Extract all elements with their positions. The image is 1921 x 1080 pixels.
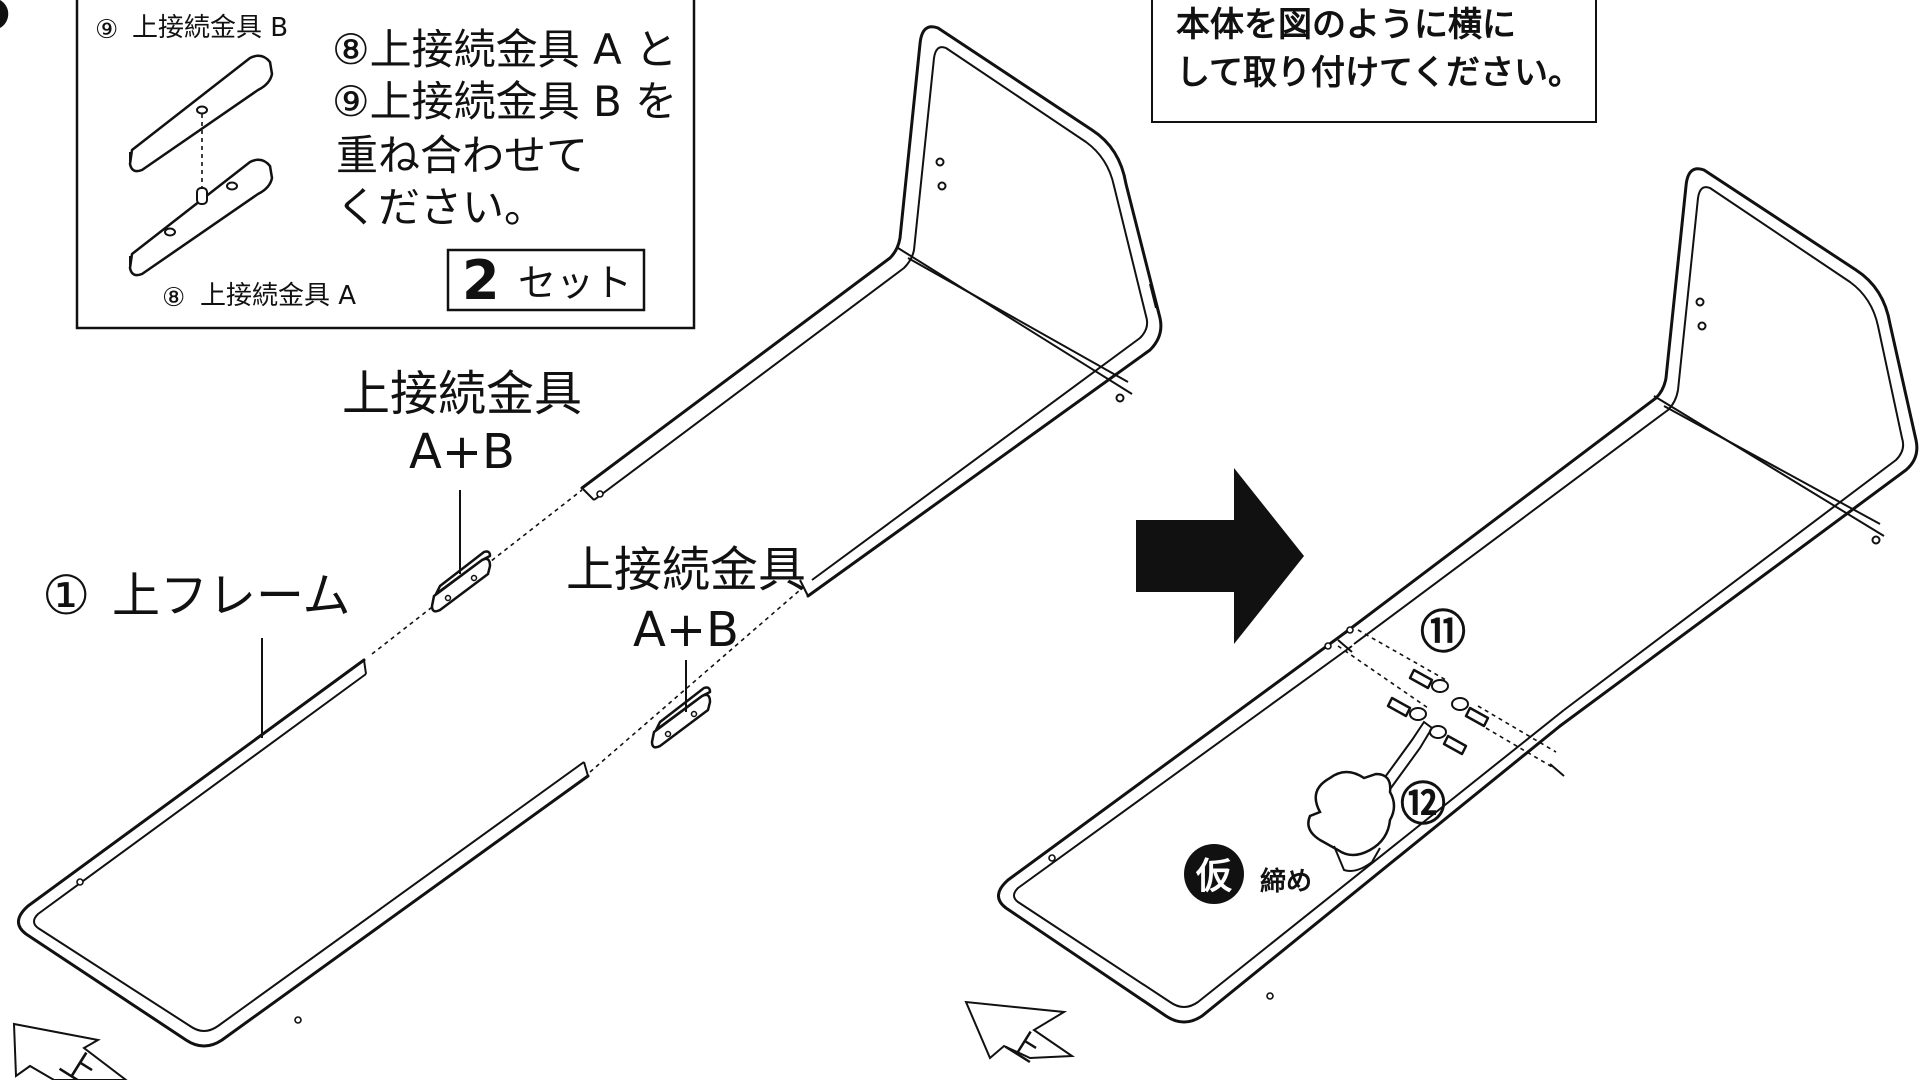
inset-parts-box: ⑨ 上接続金具 B ⑧ 上接続金具 A ⑧上接続金具 A と ⑨上接続金具 B … [75, 0, 696, 330]
temporary-tighten-badge: 仮 [1184, 844, 1244, 904]
frame-upper-half [580, 25, 1163, 598]
right-dash-line-3 [1485, 727, 1555, 769]
right-frame-assembled-view: ⑪ ⑫ 仮 締め 上 [964, 167, 1919, 1070]
note-line-1: 本体を図のように横に [1176, 5, 1516, 45]
inset-instruction-line-2: ⑨上接続金具 B を [332, 77, 677, 126]
right-dash-line-1 [1337, 645, 1429, 709]
hand-with-hex-key-icon [1307, 720, 1434, 872]
inset-instruction-line-3: 重ね合わせて [336, 131, 588, 180]
right-dash-line-2 [1357, 629, 1447, 681]
inset-instruction-line-1: ⑧上接続金具 A と [332, 25, 677, 74]
frame-lower-half [17, 658, 590, 1048]
bolt-number: ⑪ [1420, 605, 1466, 659]
note-line-2: して取り付けてください。 [1176, 53, 1582, 93]
inset-label-b-num: ⑨ [95, 15, 118, 45]
inset-label-a-num: ⑧ [162, 283, 185, 313]
plate-b-icon [128, 54, 274, 173]
left-frame-exploded-view: 上接続金具 A+B 上接続金具 A+B ① 上フレーム 上 [12, 25, 1163, 1080]
fitting-a-b-2-icon [650, 686, 712, 749]
right-dash-line-4 [1477, 705, 1557, 753]
fitting-a-b-1-icon [430, 550, 492, 613]
assembled-frame [997, 167, 1919, 1024]
fitting-label-2-line-1: 上接続金具 [566, 542, 806, 598]
temporary-tighten-label: 締め [1260, 866, 1312, 897]
inset-instruction-line-4: ください。 [336, 183, 546, 232]
note-box: 本体を図のように横に して取り付けてください。 [1151, 0, 1597, 123]
inset-label-a: 上接続金具 A [200, 281, 356, 311]
step-marker-fragment [0, 0, 9, 28]
plate-a-icon [128, 158, 274, 277]
fitting-label-1-line-1: 上接続金具 [342, 366, 582, 422]
right-arrow-icon [1136, 468, 1304, 644]
set-count-text: セット [518, 261, 632, 305]
fitting-label-1-line-2: A+B [409, 424, 515, 480]
up-direction-arrow-icon: 上 [12, 1022, 128, 1080]
fitting-label-2-line-2: A+B [633, 602, 739, 658]
left-dash-line-2 [589, 589, 801, 773]
upper-frame-label: 上フレーム [112, 568, 351, 624]
up-direction-arrow-icon: 上 [964, 1000, 1076, 1070]
temporary-tighten-badge-text: 仮 [1195, 856, 1232, 897]
set-count-number: 2 [462, 249, 500, 312]
bolt-icon [1386, 668, 1490, 756]
set-count-badge: 2 セット [446, 248, 646, 312]
hex-key-number: ⑫ [1400, 777, 1446, 831]
upper-frame-part-number: ① [42, 564, 90, 627]
inset-label-b: 上接続金具 B [132, 13, 288, 43]
